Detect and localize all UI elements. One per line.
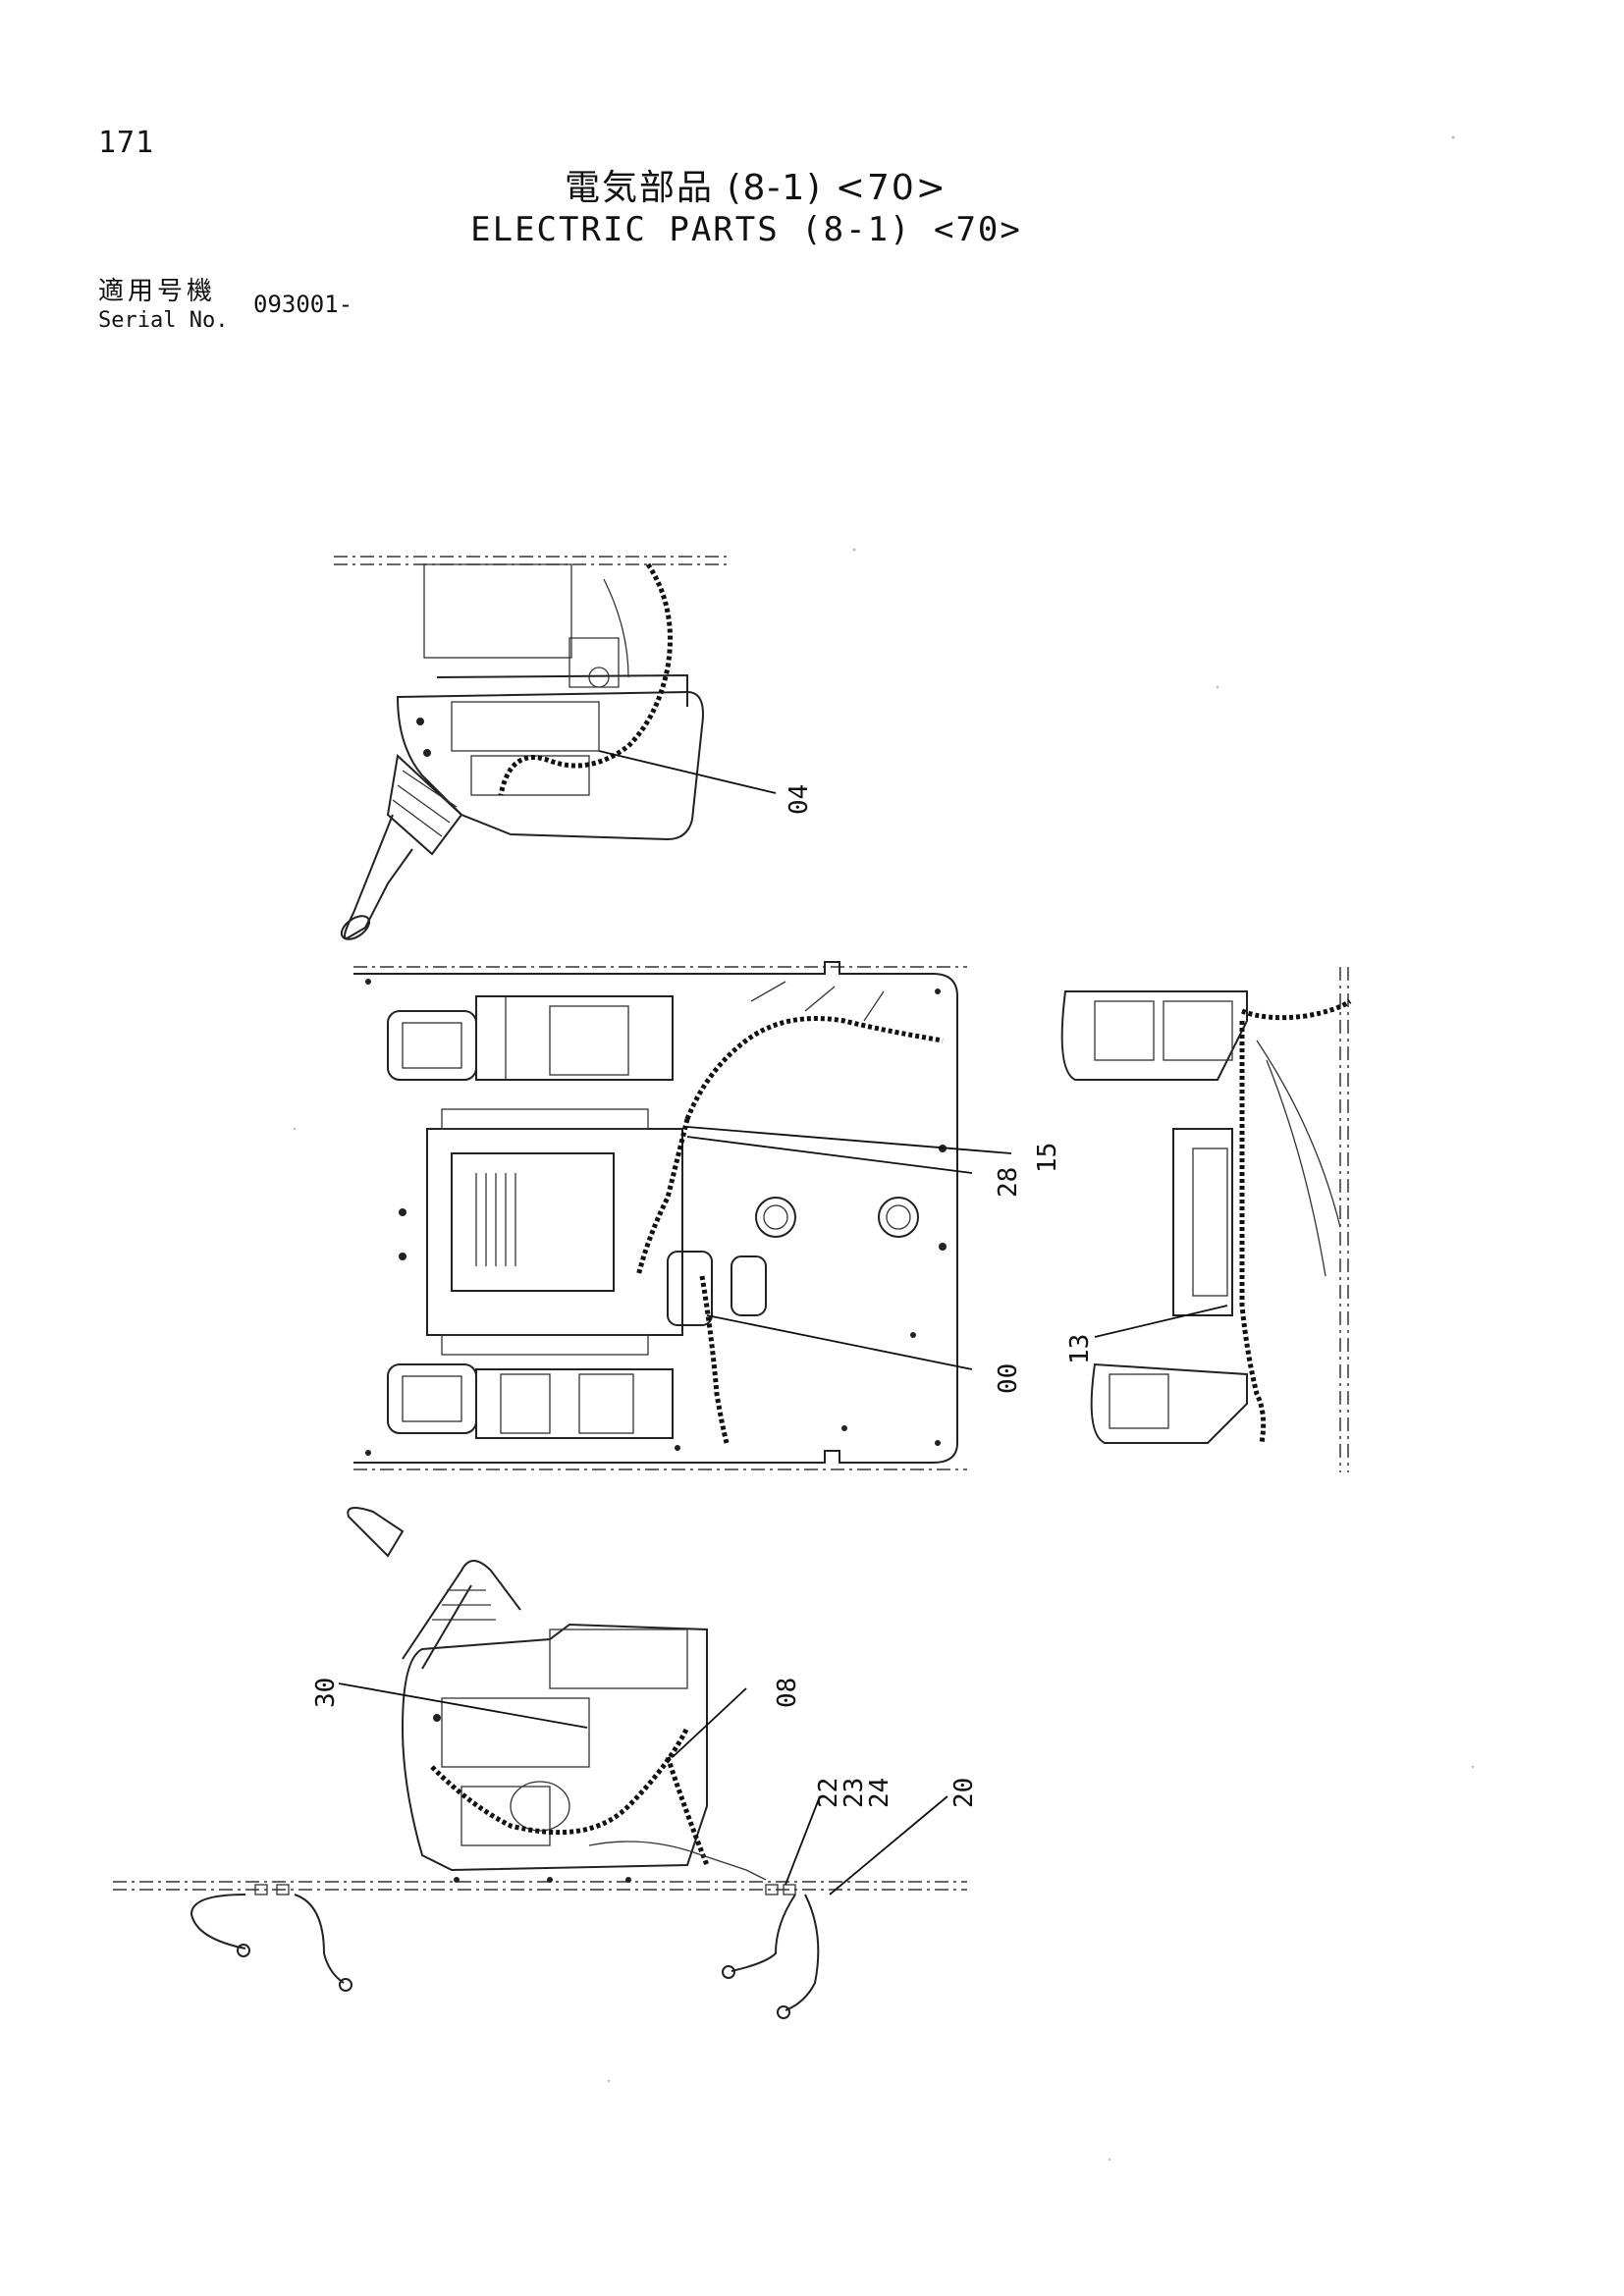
callout-15: 15: [1033, 1143, 1062, 1173]
controller-vents: [475, 1173, 516, 1266]
page-title-japanese: 電気部品 (8-1) <70>: [565, 168, 947, 208]
serial-number-value: 093001-: [253, 291, 353, 318]
callout-04: 04: [785, 784, 814, 815]
leader-lines: [338, 750, 1228, 1896]
top-console-view: [334, 556, 727, 940]
callout-24: 24: [865, 1778, 894, 1808]
cab-side-view: [1060, 967, 1352, 1472]
serial-label-japanese: 適用号機: [98, 277, 217, 306]
callout-13: 13: [1065, 1334, 1095, 1364]
callout-20: 20: [949, 1778, 979, 1808]
callout-30: 30: [311, 1678, 341, 1708]
callout-22: 22: [814, 1778, 843, 1808]
scan-noise: [293, 135, 1475, 2162]
callout-labels: 04 15 28 00 13 30 08 22 23 24 20: [311, 784, 1095, 1808]
cab-floor-plan-view: [353, 961, 967, 1470]
bottom-console-view: [113, 1507, 967, 2019]
serial-label-english: Serial No.: [98, 308, 229, 333]
callout-00: 00: [994, 1363, 1023, 1394]
callout-08: 08: [773, 1678, 802, 1708]
callout-23: 23: [839, 1778, 869, 1808]
page-title-english: ELECTRIC PARTS (8-1) <70>: [470, 210, 1022, 249]
page-number: 171: [98, 126, 155, 160]
callout-28: 28: [994, 1167, 1023, 1198]
